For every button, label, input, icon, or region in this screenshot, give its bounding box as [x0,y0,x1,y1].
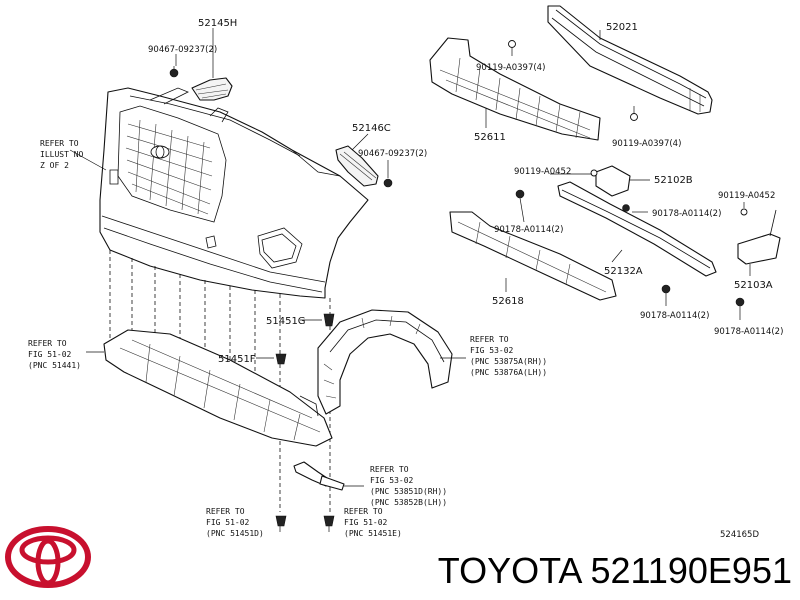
ref-fig51-a-line1: REFER TO [28,339,67,348]
label-52102b: 52102B [654,175,693,186]
fender-liner [299,309,453,417]
label-51451f: 51451F [218,354,256,365]
bracket-52145h [169,66,233,101]
label-52618: 52618 [492,296,524,307]
brand-name: TOYOTA [437,550,581,591]
bracket-52103a [737,208,781,265]
label-90467-mid: 90467-09237(2) [358,149,427,159]
ref-fig51-b-line1: REFER TO [206,507,245,516]
front-bumper-cover [99,87,369,299]
ref-fig51-a-line3: (PNC 51441) [28,361,81,370]
ref-fig53-b-line1: REFER TO [370,465,409,474]
absorber-52618 [449,211,617,301]
ref-illust-line3: Z OF 2 [40,161,69,170]
label-52146c: 52146C [352,123,391,134]
bracket-52102b [595,165,631,212]
ref-fig53-a-line3: (PNC 53875A(RH)) [470,357,547,366]
label-90119-a0452-left: 90119-A0452 [514,167,571,177]
toyota-logo [5,526,91,588]
ref-fig53-a-line4: (PNC 53876A(LH)) [470,368,547,377]
ref-fig51-a-line2: FIG 51-02 [28,350,72,359]
ref-fig53-b-line4: (PNC 53852B(LH)) [370,498,447,507]
label-52611: 52611 [474,132,506,143]
label-90119-a0397-top: 90119-A0397(4) [476,63,545,73]
leader-lines [69,28,751,532]
part-number: 521190E951 [590,550,792,591]
screws-90119-a0397 [508,40,638,121]
ref-fig53-b-line3: (PNC 53851D(RH)) [370,487,447,496]
label-52132a: 52132A [604,266,643,277]
ref-illust-line2: ILLUST NO [40,150,84,159]
ref-fig53-a-line2: FIG 53-02 [470,346,514,355]
ref-fig51-b-line2: FIG 51-02 [206,518,250,527]
ref-fig51-b-line3: (PNC 51451D) [206,529,264,538]
clips-51451 [275,313,335,365]
nuts-90178-a0114 [515,169,745,307]
label-90467-top: 90467-09237(2) [148,45,217,55]
ref-illust-line1: REFER TO [40,139,79,148]
label-90178-a0114-mid: 90178-A0114(2) [652,209,721,219]
absorber-52611 [429,37,601,141]
label-51451g: 51451G [266,316,306,327]
part-labels: 52145H 90467-09237(2) 52146C 90467-09237… [148,18,783,365]
label-90119-a0397-bot: 90119-A0397(4) [612,139,681,149]
label-52103a: 52103A [734,280,773,291]
reinforcement-52021 [547,5,713,115]
label-90119-a0452-right: 90119-A0452 [718,191,775,201]
label-90178-a0114-left: 90178-A0114(2) [494,225,563,235]
support-52132a [557,181,717,277]
lower-brackets [275,461,345,527]
ref-fig51-c-refer: REFER TO [344,507,383,516]
engine-under-cover [103,329,333,447]
label-52021: 52021 [606,22,638,33]
ref-fig51-c-line1: FIG 51-02 [344,518,388,527]
label-90178-a0114-b1: 90178-A0114(2) [640,311,709,321]
brand-part-number: TOYOTA 521190E951 [362,548,792,594]
label-52145h: 52145H [198,18,237,29]
bracket-52146c [335,145,393,188]
ref-fig53-a-line1: REFER TO [470,335,509,344]
ref-fig51-c-line2: (PNC 51451E) [344,529,402,538]
diagram-code: 524165D [720,530,759,540]
label-90178-a0114-b2: 90178-A0114(2) [714,327,783,337]
ref-fig53-b-line2: FIG 53-02 [370,476,414,485]
reference-notes: REFER TO ILLUST NO Z OF 2 REFER TO FIG 5… [28,139,547,538]
